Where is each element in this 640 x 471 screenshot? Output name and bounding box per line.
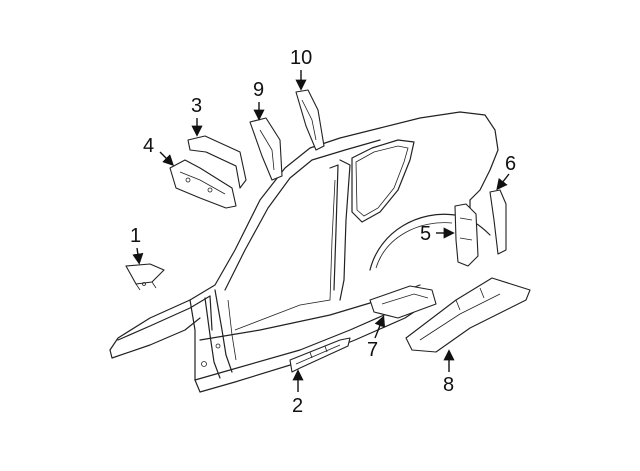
body-side-panel (109, 111, 499, 393)
callout-5: 5 (420, 223, 432, 245)
callout-7: 7 (367, 339, 379, 361)
part-4-reinforcement (169, 159, 237, 209)
arrow-6 (496, 173, 510, 191)
callout-8: 8 (443, 374, 455, 396)
arrow-4 (159, 151, 174, 166)
arrow-1 (132, 247, 144, 265)
part-8-extension (405, 277, 531, 353)
part-2-reinforcement (289, 337, 351, 373)
part-6-brace (489, 189, 507, 255)
callout-3: 3 (191, 95, 203, 117)
callout-1: 1 (130, 225, 142, 247)
part-1-bracket (125, 263, 165, 291)
callout-2: 2 (292, 395, 304, 417)
part-3-bracket (187, 135, 247, 189)
arrow-7 (374, 315, 386, 339)
part-9-reinforcement (249, 117, 283, 181)
callout-6: 6 (505, 153, 517, 175)
leader-arrows (132, 70, 510, 392)
part-5-reinforcement (454, 203, 479, 267)
part-10-reinforcement (295, 89, 325, 151)
part-7-panel (369, 285, 437, 319)
callout-9: 9 (253, 79, 265, 101)
callout-10: 10 (290, 47, 313, 69)
callout-4: 4 (143, 135, 155, 157)
